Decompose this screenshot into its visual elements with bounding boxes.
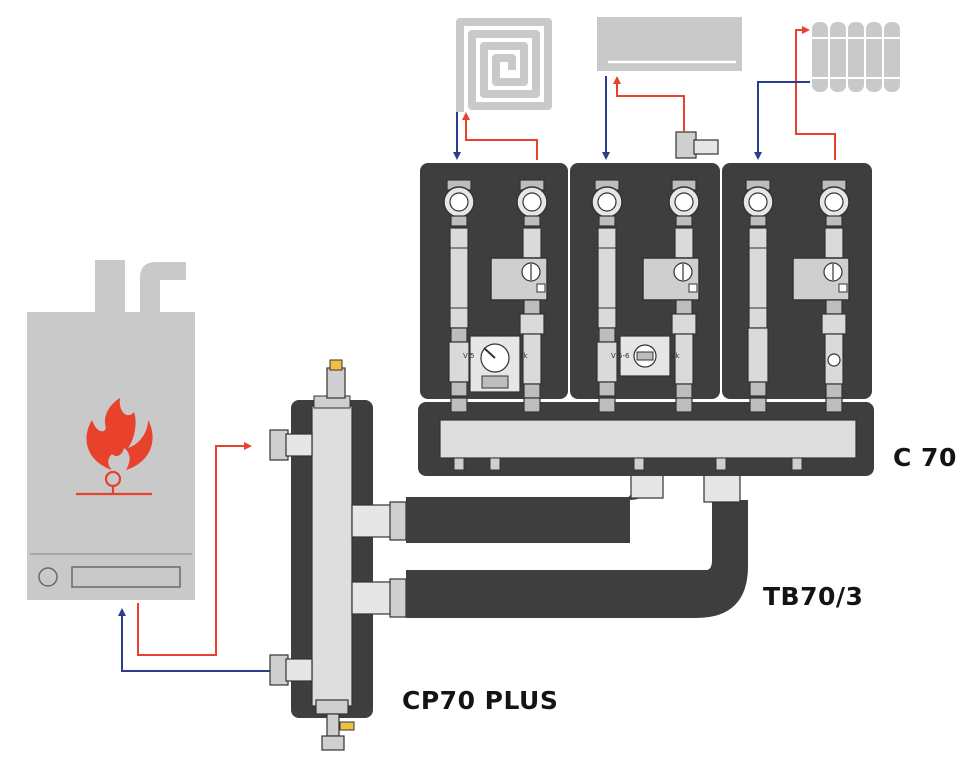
pump-2-tag: 2k [671,352,680,360]
floor-heating-coil-icon [456,18,552,112]
module-1-mixing-valve [469,335,521,393]
mix-valve-1-mark: V 5 [463,352,474,360]
circulation-pump-icon [792,257,850,301]
module-3-return-line [742,179,774,413]
connection-kit [406,470,748,618]
module-2-flow-line [642,179,700,413]
radiator-icon [812,22,900,92]
module-2-return-line [591,179,623,413]
wall-fan-coil-icon [597,17,742,71]
mix-valve-2-mark: V 5-6 [611,352,630,360]
module-1-return-line [443,179,475,413]
boiler-flame-icon [76,398,153,496]
module-3-flow-line [792,179,850,413]
boiler-flow-lines [118,442,272,672]
boiler [27,260,195,600]
separator-label: CP70 PLUS [402,686,559,715]
emitter-flow-lines [453,26,836,160]
connection-kit-label: TB70/3 [763,582,864,611]
module-2-thermostat [675,131,719,159]
module-1-flow-line [490,179,548,413]
circulation-pump-icon [642,257,700,301]
manifold-label: C 70 [893,443,957,472]
circulation-pump-icon [490,257,548,301]
manifold [418,402,874,476]
hydraulic-separator [269,359,407,751]
module-2-mixing-valve [619,335,671,377]
pump-1-tag: 2k [519,352,528,360]
